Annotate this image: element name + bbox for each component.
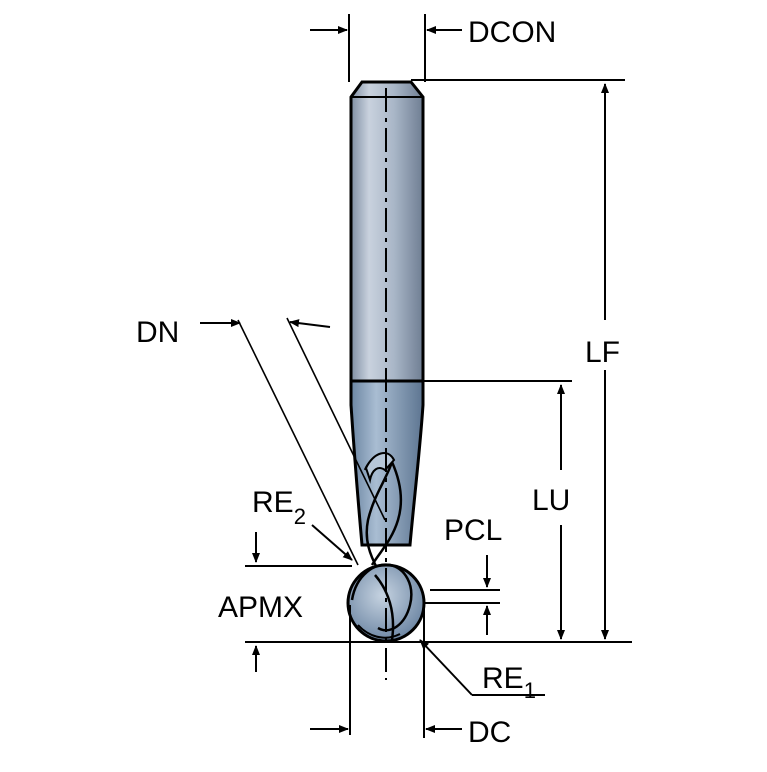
ball-flute-3 [357, 624, 401, 639]
apmx-label: APMX [218, 591, 303, 624]
apmx-dimension: APMX [218, 532, 352, 735]
pcl-dimension: PCL [424, 514, 502, 635]
lu-label: LU [532, 484, 570, 517]
re2-label: RE2 [252, 486, 306, 529]
dcon-label: DCON [468, 16, 556, 49]
dn-label: DN [136, 316, 179, 349]
ball-flute-1 [350, 563, 413, 632]
flute-helix-2 [370, 461, 403, 566]
lf-dimension: LF [411, 79, 625, 640]
pcl-label: PCL [444, 514, 502, 547]
dc-dimension: DC [310, 605, 511, 749]
re1-dimension: RE1 [419, 639, 545, 703]
lu-dimension: LU [423, 380, 572, 640]
re2-dimension: RE2 [252, 486, 353, 561]
ball-flute-2 [374, 574, 395, 641]
lf-label: LF [585, 336, 620, 369]
dc-label: DC [468, 716, 511, 749]
re1-label: RE1 [482, 662, 536, 703]
dcon-dimension: DCON [310, 14, 556, 82]
dn-dimension: DN [136, 316, 386, 566]
